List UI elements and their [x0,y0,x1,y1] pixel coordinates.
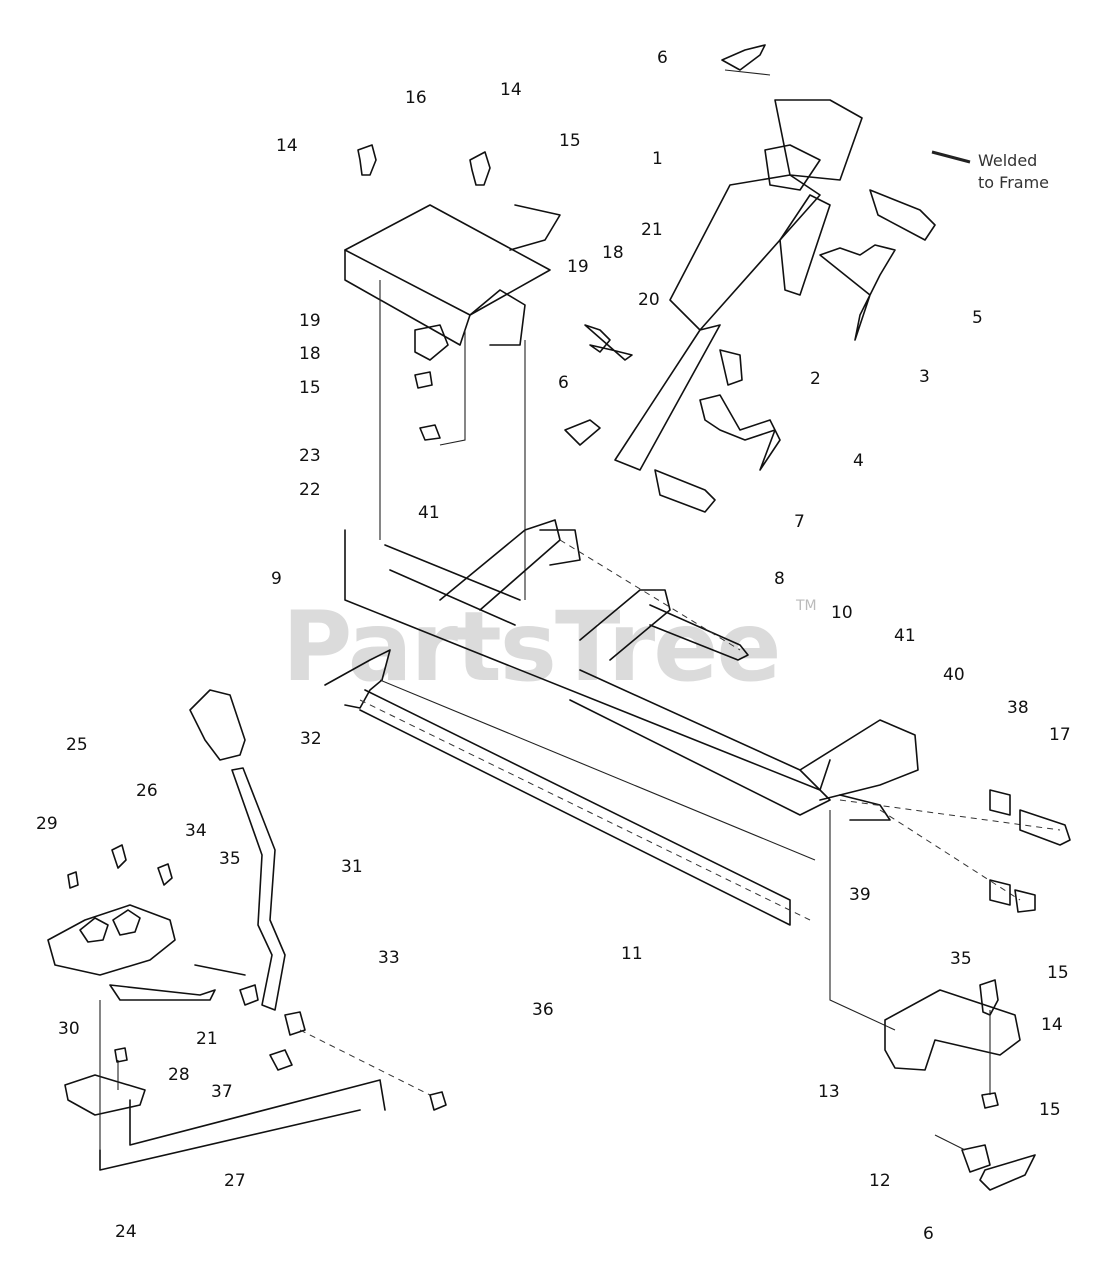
callout-41: 41 [894,626,916,646]
callout-22: 22 [299,480,321,500]
callout-21: 21 [196,1029,218,1049]
callout-17: 17 [1049,725,1071,745]
upright-bracket [344,144,633,600]
callout-2: 2 [810,369,821,389]
lift-shaft [324,649,816,926]
callout-14: 14 [1041,1015,1063,1035]
callout-15: 15 [299,378,321,398]
lift-lever-assembly [47,689,447,1171]
callout-32: 32 [300,729,322,749]
callout-30: 30 [58,1019,80,1039]
callout-12: 12 [869,1171,891,1191]
rockshaft-assembly [344,519,1071,913]
callout-3: 3 [919,367,930,387]
callout-23: 23 [299,446,321,466]
callout-14: 14 [276,136,298,156]
callout-6: 6 [558,373,569,393]
callout-16: 16 [405,88,427,108]
callout-6: 6 [923,1224,934,1244]
callout-1: 1 [652,149,663,169]
callout-31: 31 [341,857,363,877]
callout-5: 5 [972,308,983,328]
callout-4: 4 [853,451,864,471]
callout-19: 19 [299,311,321,331]
callout-20: 20 [638,290,660,310]
callout-18: 18 [299,344,321,364]
callout-35: 35 [219,849,241,869]
callout-18: 18 [602,243,624,263]
callout-19: 19 [567,257,589,277]
watermark-tm: TM [795,598,817,614]
callout-labels: 6 16 14 14 15 1 21 18 19 20 19 18 15 5 6… [36,48,1071,1244]
callout-36: 36 [532,1000,554,1020]
callout-34: 34 [185,821,207,841]
callout-41: 41 [418,503,440,523]
callout-27: 27 [224,1171,246,1191]
callout-10: 10 [831,603,853,623]
callout-9: 9 [271,569,282,589]
watermark: PartsTree [282,591,779,703]
callout-15: 15 [1047,963,1069,983]
callout-8: 8 [774,569,785,589]
callout-14: 14 [500,80,522,100]
callout-11: 11 [621,944,643,964]
callout-7: 7 [794,512,805,532]
callout-29: 29 [36,814,58,834]
callout-6: 6 [657,48,668,68]
lower-bracket [829,810,1036,1191]
callout-13: 13 [818,1082,840,1102]
callout-21: 21 [641,220,663,240]
callout-35: 35 [950,949,972,969]
welded-note-line2: to Frame [978,173,1049,192]
callout-37: 37 [211,1082,233,1102]
callout-25: 25 [66,735,88,755]
callout-24: 24 [115,1222,137,1242]
welded-note-line1: Welded [978,151,1037,170]
callout-28: 28 [168,1065,190,1085]
callout-33: 33 [378,948,400,968]
callout-15: 15 [1039,1100,1061,1120]
callout-26: 26 [136,781,158,801]
hitch-bracket-assembly [564,44,971,513]
callout-39: 39 [849,885,871,905]
callout-15: 15 [559,131,581,151]
callout-40: 40 [943,665,965,685]
callout-38: 38 [1007,698,1029,718]
